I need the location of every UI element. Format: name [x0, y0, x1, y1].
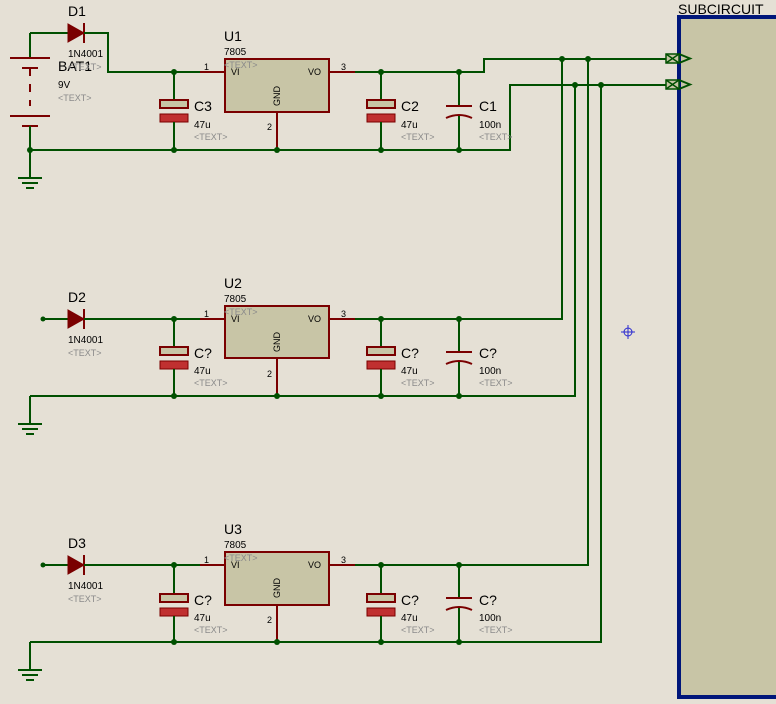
stage-1: D1 1N4001 <TEXT> C3 47u <TEXT> U1 7805 <… [18, 3, 513, 189]
diode-value: 1N4001 [68, 581, 103, 592]
pin-vo-name: VO [308, 67, 321, 77]
diode-value: 1N4001 [68, 335, 103, 346]
ground-symbol [18, 396, 42, 435]
cap-text: <TEXT> [194, 625, 228, 635]
diode-ref: D3 [68, 535, 86, 551]
subcircuit-label: SUBCIRCUIT [678, 1, 764, 17]
capacitor-c-in[interactable]: C? 47u <TEXT> [159, 565, 228, 642]
cap-value: 47u [194, 366, 211, 377]
ground-symbol [18, 150, 42, 189]
cap-text: <TEXT> [194, 378, 228, 388]
reg-ref: U1 [224, 28, 242, 44]
cap-ref: C2 [401, 98, 419, 114]
reg-text: <TEXT> [224, 553, 258, 563]
cap-value: 47u [401, 120, 418, 131]
regulator-u3[interactable]: U3 7805 <TEXT> 1 3 2 VI VO GND [200, 521, 355, 642]
cap-text: <TEXT> [479, 132, 513, 142]
cap-ref: C? [479, 345, 497, 361]
regulator-u1[interactable]: U1 7805 <TEXT> 1 3 2 VI VO GND [200, 28, 355, 150]
capacitor-c-out[interactable]: C2 47u <TEXT> [366, 72, 435, 150]
reg-text: <TEXT> [224, 60, 258, 70]
pin-in-num: 1 [204, 555, 209, 565]
stage-2: D2 1N4001 <TEXT> C? 47u <TEXT> U2 7805 <… [18, 275, 513, 435]
stage-3: D3 1N4001 <TEXT> C? 47u <TEXT> U3 7805 <… [18, 521, 513, 681]
reg-value: 7805 [224, 47, 247, 58]
diode-text: <TEXT> [68, 348, 102, 358]
cap-ref: C? [194, 592, 212, 608]
capacitor-c-in[interactable]: C3 47u <TEXT> [159, 72, 228, 150]
pin-in-num: 1 [204, 62, 209, 72]
diode-text: <TEXT> [68, 594, 102, 604]
cap-value: 47u [194, 120, 211, 131]
subcircuit-body[interactable] [677, 15, 776, 699]
pin-vo-name: VO [308, 314, 321, 324]
crosshair-cursor-icon [621, 325, 635, 339]
diode-d2[interactable]: D2 1N4001 <TEXT> [40, 289, 201, 358]
cap-ref: C? [479, 592, 497, 608]
capacitor-c-dec[interactable]: C? 100n <TEXT> [445, 565, 513, 642]
pin-gnd-num: 2 [267, 615, 272, 625]
cap-value: 47u [194, 613, 211, 624]
cap-ref: C3 [194, 98, 212, 114]
reg-value: 7805 [224, 540, 247, 551]
pin-gnd-num: 2 [267, 122, 272, 132]
subcircuit-port-1[interactable] [665, 53, 693, 64]
diode-ref: D2 [68, 289, 86, 305]
cap-value: 47u [401, 613, 418, 624]
pin-gnd-name: GND [272, 86, 282, 107]
pin-out-num: 3 [341, 62, 346, 72]
capacitor-c-dec[interactable]: C? 100n <TEXT> [445, 319, 513, 396]
pin-gnd-name: GND [272, 578, 282, 599]
capacitor-c-out[interactable]: C? 47u <TEXT> [366, 565, 435, 642]
capacitor-c-dec[interactable]: C1 100n <TEXT> [445, 72, 513, 150]
pin-vo-name: VO [308, 560, 321, 570]
cap-text: <TEXT> [401, 625, 435, 635]
cap-value: 47u [401, 366, 418, 377]
cap-value: 100n [479, 613, 501, 624]
subcircuit-block[interactable]: SUBCIRCUIT [665, 1, 776, 699]
pin-in-num: 1 [204, 309, 209, 319]
pin-vi-name: VI [231, 67, 240, 77]
cap-ref: C? [401, 345, 419, 361]
reg-ref: U2 [224, 275, 242, 291]
cap-ref: C1 [479, 98, 497, 114]
cap-value: 100n [479, 120, 501, 131]
reg-text: <TEXT> [224, 307, 258, 317]
battery-text: <TEXT> [58, 93, 92, 103]
bus-wires [30, 56, 666, 643]
pin-out-num: 3 [341, 555, 346, 565]
cap-text: <TEXT> [194, 132, 228, 142]
pin-vi-name: VI [231, 560, 240, 570]
pin-out-num: 3 [341, 309, 346, 319]
pin-gnd-num: 2 [267, 369, 272, 379]
capacitor-c-out[interactable]: C? 47u <TEXT> [366, 319, 435, 396]
battery[interactable]: BAT1 9V <TEXT> [10, 32, 92, 153]
ground-symbol [18, 642, 42, 681]
pin-vi-name: VI [231, 314, 240, 324]
cap-text: <TEXT> [401, 132, 435, 142]
cap-text: <TEXT> [479, 378, 513, 388]
diode-d1[interactable]: D1 1N4001 <TEXT> [58, 3, 200, 73]
cap-text: <TEXT> [479, 625, 513, 635]
cap-text: <TEXT> [401, 378, 435, 388]
cap-value: 100n [479, 366, 501, 377]
diode-value: 1N4001 [68, 49, 103, 60]
capacitor-c-in[interactable]: C? 47u <TEXT> [159, 319, 228, 396]
reg-ref: U3 [224, 521, 242, 537]
pin-gnd-name: GND [272, 332, 282, 353]
diode-text: <TEXT> [68, 62, 102, 72]
diode-ref: D1 [68, 3, 86, 19]
reg-value: 7805 [224, 294, 247, 305]
regulator-u2[interactable]: U2 7805 <TEXT> 1 3 2 VI VO GND [200, 275, 355, 396]
battery-ref: BAT1 [58, 58, 92, 74]
diode-d3[interactable]: D3 1N4001 <TEXT> [40, 535, 201, 604]
battery-value: 9V [58, 80, 71, 91]
cap-ref: C? [194, 345, 212, 361]
cap-ref: C? [401, 592, 419, 608]
